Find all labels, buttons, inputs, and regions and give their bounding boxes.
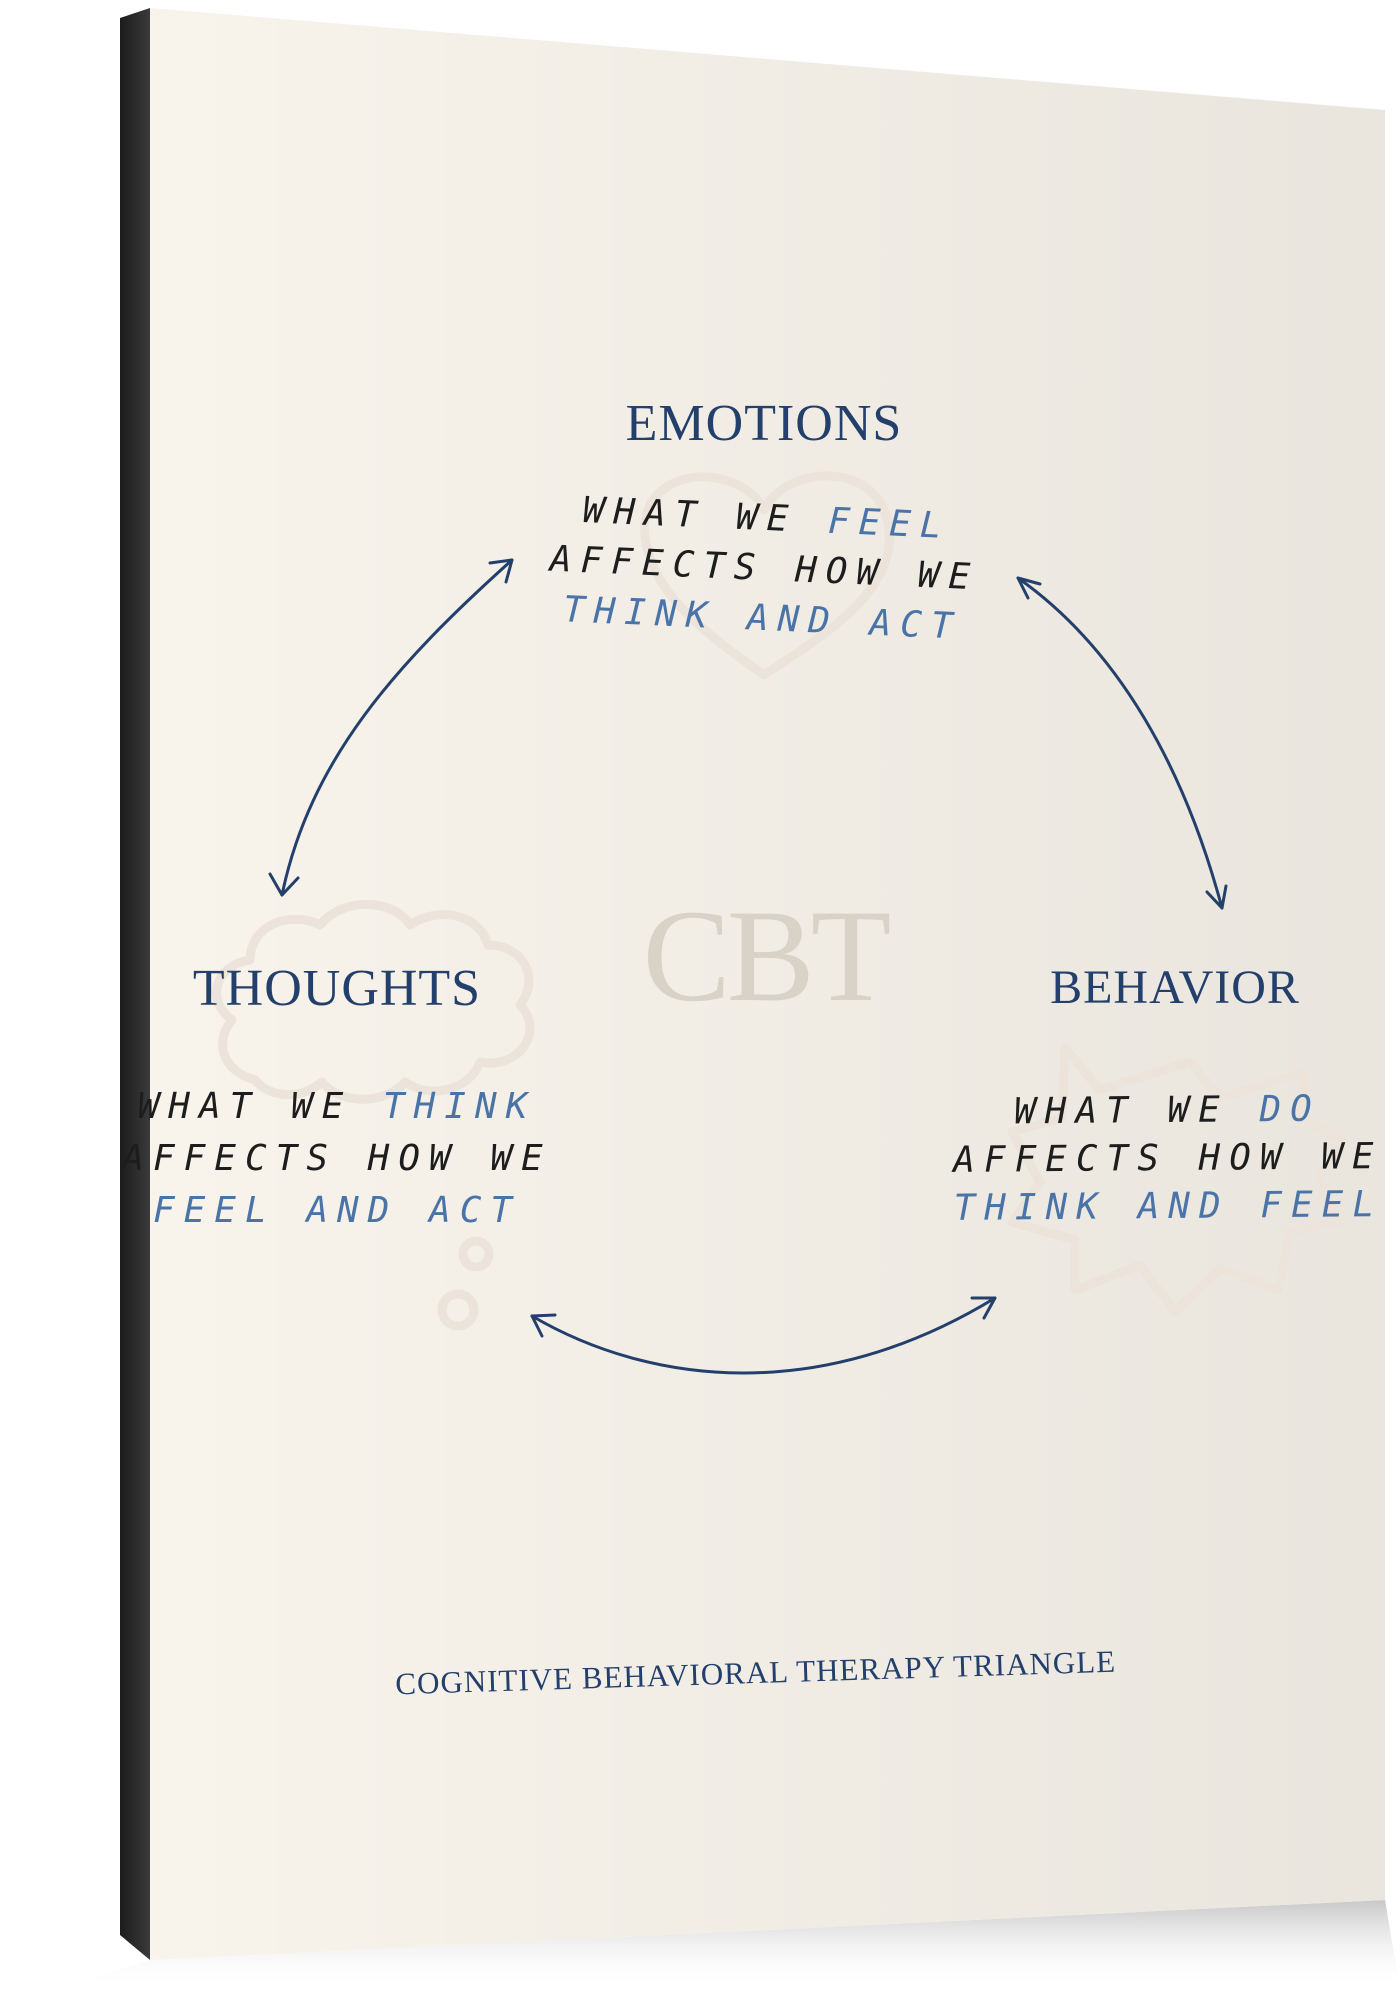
thoughts-description-line: WHAT WE THINK — [138, 1086, 537, 1127]
thoughts-description-segment: THINK — [383, 1086, 536, 1127]
arrow-emotions-behavior — [1016, 576, 1228, 910]
behavior-title: BEHAVIOR — [1050, 961, 1300, 1014]
behavior-description-segment: THINK AND FEEL — [953, 1184, 1383, 1229]
emotions-title: EMOTIONS — [626, 395, 903, 452]
thoughts-title: THOUGHTS — [193, 960, 481, 1017]
thoughts-description-segment: WHAT WE — [138, 1086, 383, 1127]
thought-cloud-doodle-icon — [212, 899, 535, 1104]
thoughts-description-segment: FEEL AND ACT — [153, 1190, 521, 1231]
behavior-description-line: THINK AND FEEL — [953, 1184, 1383, 1229]
arrow-emotions-thoughts — [268, 558, 514, 897]
arrow-thoughts-behavior — [530, 1296, 997, 1375]
canvas-face-shading — [150, 8, 1385, 1960]
thoughts-description-line: FEEL AND ACT — [153, 1190, 521, 1231]
canvas-shadow — [60, 1900, 1400, 1989]
behavior-description-segment: WHAT WE — [1014, 1089, 1260, 1132]
thoughts-description-line: AFFECTS HOW WE — [120, 1138, 551, 1179]
starburst-doodle-icon — [1007, 1043, 1347, 1317]
behavior-description-line: WHAT WE DO — [1014, 1089, 1321, 1133]
thought-bubble-dot-icon — [458, 1236, 494, 1272]
behavior-description-segment: DO — [1258, 1089, 1321, 1131]
cbt-center-label: CBT — [643, 882, 890, 1029]
behavior-description-line: AFFECTS HOW WE — [951, 1136, 1383, 1181]
emotions-description-segment: FEEL — [827, 501, 951, 547]
thought-bubble-dot-icon — [437, 1289, 479, 1331]
heart-doodle-icon — [640, 471, 894, 680]
behavior-description-segment: AFFECTS HOW WE — [951, 1136, 1383, 1181]
thoughts-description: WHAT WE THINK AFFECTS HOW WE FEEL AND ACT — [120, 1086, 551, 1231]
thoughts-description-segment: AFFECTS HOW WE — [120, 1138, 551, 1179]
canvas-edge — [120, 8, 150, 1960]
